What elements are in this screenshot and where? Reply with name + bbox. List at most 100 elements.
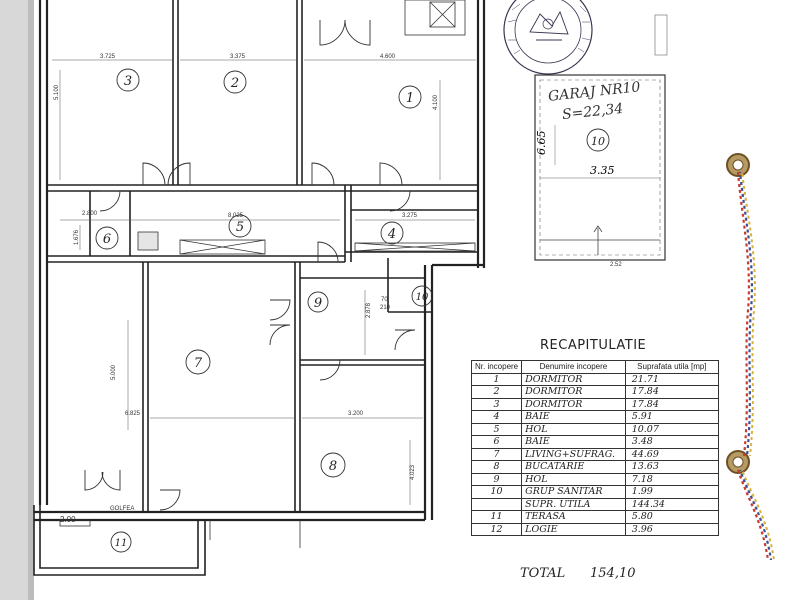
svg-text:4: 4 — [387, 227, 396, 242]
garage-room-marker — [586, 128, 610, 152]
header-nr: Nr. incopere — [470, 360, 523, 374]
row-name: DORMITOR — [521, 397, 626, 411]
room-marker-7: 7 — [185, 349, 211, 375]
header-suprafata: Suprafata utila [mp] — [624, 360, 720, 374]
total-line: TOTAL 154,10 — [520, 566, 636, 581]
exterior-walls — [34, 0, 486, 522]
dim-3375: 3.375 — [230, 54, 246, 60]
corridor-detail — [59, 0, 476, 548]
dim-3200: 3.200 — [348, 411, 364, 417]
total-label: TOTAL — [520, 566, 566, 581]
dimension-lines — [52, 59, 476, 505]
header-denumire: Denumire incopere — [521, 360, 626, 374]
row-nr: 2 — [470, 385, 523, 399]
row-nr: 1 — [470, 372, 523, 386]
row-nr: 3 — [470, 397, 523, 411]
room-marker-8: 8 — [320, 452, 346, 478]
dim-200: 2.00 — [60, 515, 76, 524]
row-nr: 10 — [470, 485, 523, 499]
garage-room-number: 10 — [591, 135, 605, 148]
door-height-210: 210 — [380, 305, 391, 311]
paper-edge-shadow — [0, 0, 28, 600]
room-marker-9: 9 — [307, 291, 329, 313]
row-name: LOGIE — [521, 522, 626, 536]
door-width-70: 70 — [381, 297, 388, 303]
row-nr: 4 — [470, 410, 523, 424]
garage-dim-small: 2.52 — [610, 262, 622, 268]
row-area: 13.63 — [624, 460, 720, 474]
row-area: 17.84 — [624, 385, 720, 399]
row-name: DORMITOR — [521, 372, 626, 386]
row-area: 17.84 — [624, 397, 720, 411]
dim-1676: 1.676 — [74, 229, 80, 245]
row-name: TERASA — [521, 510, 626, 524]
row-name: SUPR. UTILA — [521, 497, 626, 511]
row-nr — [470, 497, 523, 511]
row-name: BUCATARIE — [521, 460, 626, 474]
dim-6825: 6.825 — [125, 411, 141, 417]
row-area: 10.07 — [624, 422, 720, 436]
row-nr: 11 — [470, 510, 523, 524]
svg-text:7: 7 — [194, 356, 203, 371]
dim-5100: 5.100 — [54, 84, 60, 100]
row-area: 5.80 — [624, 510, 720, 524]
svg-text:2: 2 — [230, 76, 239, 91]
row-nr: 9 — [470, 472, 523, 486]
dim-2800: 2.800 — [82, 211, 98, 217]
recap-table: Nr. incopere Denumire incopere Suprafata… — [470, 360, 720, 536]
svg-text:9: 9 — [314, 296, 322, 311]
row-nr: 5 — [470, 422, 523, 436]
garage-plan: 10 6.65 3.35 2.52 — [534, 14, 668, 268]
row-name: BAIE — [521, 410, 626, 424]
room-marker-5: 5 — [228, 214, 252, 238]
garage-dim-width: 3.35 — [590, 164, 615, 177]
room-marker-3: 3 — [116, 68, 140, 92]
dim-3725: 3.725 — [100, 54, 116, 60]
dim-5000: 5.000 — [111, 364, 117, 380]
row-area: 21.71 — [624, 372, 720, 386]
row-nr: 8 — [470, 460, 523, 474]
row-nr: 12 — [470, 522, 523, 536]
recap-header-row: Nr. incopere Denumire incopere Suprafata… — [470, 360, 720, 374]
row-area: 44.69 — [624, 447, 720, 461]
svg-text:6: 6 — [103, 232, 111, 247]
row-area: 1.99 — [624, 485, 720, 499]
row-nr: 6 — [470, 435, 523, 449]
row-area: 3.96 — [624, 522, 720, 536]
svg-text:10: 10 — [416, 292, 429, 303]
recap-title: RECAPITULATIE — [540, 338, 647, 353]
binding-cord — [726, 153, 775, 561]
svg-text:8: 8 — [329, 459, 337, 474]
row-area: 144.34 — [624, 497, 720, 511]
room-marker-4: 4 — [380, 221, 404, 245]
room-marker-2: 2 — [223, 70, 247, 94]
balcony-label: GOLFEA — [110, 506, 134, 512]
svg-text:1: 1 — [406, 91, 414, 106]
dimension-labels: 3.725 3.375 4.600 5.100 4.100 8.025 3.27… — [54, 54, 439, 524]
dim-2878: 2.878 — [366, 302, 372, 318]
row-nr: 7 — [470, 447, 523, 461]
row-area: 7.18 — [624, 472, 720, 486]
dim-4600: 4.600 — [380, 54, 396, 60]
room-markers: 1 2 3 4 5 6 7 8 9 10 11 — [95, 68, 433, 553]
row-name: GRUP SANITAR — [521, 485, 626, 499]
row-name: HOL — [521, 472, 626, 486]
garage-dim-side: 6.65 — [535, 131, 548, 156]
total-value: 154,10 — [590, 566, 636, 581]
room-marker-11: 11 — [110, 531, 132, 553]
paper-edge — [28, 0, 34, 600]
row-name: HOL — [521, 422, 626, 436]
dim-3275: 3.275 — [402, 213, 418, 219]
